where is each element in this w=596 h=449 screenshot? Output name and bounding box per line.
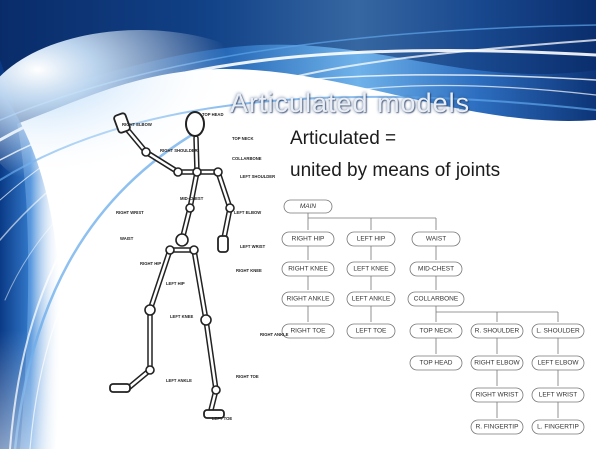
node-r-shoulder: R. SHOULDER	[470, 323, 524, 339]
node-l-fingertip: L. FINGERTIP	[531, 419, 585, 435]
node-top-head: TOP HEAD	[409, 355, 463, 371]
node-right-knee: RIGHT KNEE	[281, 261, 335, 277]
svg-text:RIGHT TOE: RIGHT TOE	[290, 328, 326, 335]
node-right-hip: RIGHT HIP	[281, 231, 335, 247]
svg-text:MAIN: MAIN	[300, 203, 317, 210]
node-right-wrist: RIGHT WRIST	[470, 387, 524, 403]
node-l-shoulder: L. SHOULDER	[531, 323, 585, 339]
svg-text:TOP HEAD: TOP HEAD	[420, 360, 453, 367]
node-left-elbow: LEFT ELBOW	[531, 355, 585, 371]
node-left-wrist: LEFT WRIST	[531, 387, 585, 403]
node-left-knee: LEFT KNEE	[346, 261, 396, 277]
svg-text:MID-CHEST: MID-CHEST	[418, 266, 454, 273]
svg-text:RIGHT KNEE: RIGHT KNEE	[288, 266, 328, 273]
svg-text:R. FINGERTIP: R. FINGERTIP	[476, 424, 519, 431]
tree-connectors	[307, 212, 559, 418]
svg-text:L. FINGERTIP: L. FINGERTIP	[537, 424, 579, 431]
svg-text:LEFT HIP: LEFT HIP	[357, 236, 385, 243]
node-left-hip: LEFT HIP	[346, 231, 396, 247]
node-top-neck: TOP NECK	[409, 323, 463, 339]
node-mid-chest: MID-CHEST	[409, 261, 463, 277]
node-right-ankle: RIGHT ANKLE	[281, 291, 335, 307]
svg-text:TOP NECK: TOP NECK	[420, 328, 454, 335]
svg-text:WAIST: WAIST	[426, 236, 446, 243]
node-right-elbow: RIGHT ELBOW	[470, 355, 524, 371]
svg-text:LEFT ELBOW: LEFT ELBOW	[537, 360, 579, 367]
node-left-ankle: LEFT ANKLE	[346, 291, 396, 307]
svg-text:RIGHT ANKLE: RIGHT ANKLE	[287, 296, 331, 303]
joint-hierarchy-diagram: MAIN RIGHT HIP RIGHT KNEE RIGHT ANKLE RI…	[281, 199, 585, 435]
node-waist: WAIST	[411, 231, 461, 247]
node-r-fingertip: R. FINGERTIP	[470, 419, 524, 435]
node-left-toe: LEFT TOE	[346, 323, 396, 339]
svg-text:L. SHOULDER: L. SHOULDER	[536, 328, 580, 335]
svg-text:RIGHT WRIST: RIGHT WRIST	[476, 392, 519, 399]
svg-text:LEFT ANKLE: LEFT ANKLE	[352, 296, 391, 303]
svg-text:RIGHT HIP: RIGHT HIP	[292, 236, 325, 243]
definition-line-1: Articulated =	[290, 128, 397, 149]
node-main: MAIN	[283, 199, 333, 214]
svg-text:LEFT WRIST: LEFT WRIST	[539, 392, 578, 399]
svg-text:LEFT TOE: LEFT TOE	[356, 328, 387, 335]
slide-title: Articulated models	[230, 88, 471, 118]
svg-text:RIGHT ELBOW: RIGHT ELBOW	[474, 360, 520, 367]
node-right-toe: RIGHT TOE	[281, 323, 335, 339]
node-collarbone: COLLARBONE	[407, 291, 465, 307]
skeleton-figure	[109, 111, 235, 419]
svg-text:R. SHOULDER: R. SHOULDER	[475, 328, 520, 335]
svg-text:COLLARBONE: COLLARBONE	[414, 296, 459, 303]
definition-line-2: united by means of joints	[290, 160, 501, 181]
svg-text:LEFT KNEE: LEFT KNEE	[353, 266, 389, 273]
